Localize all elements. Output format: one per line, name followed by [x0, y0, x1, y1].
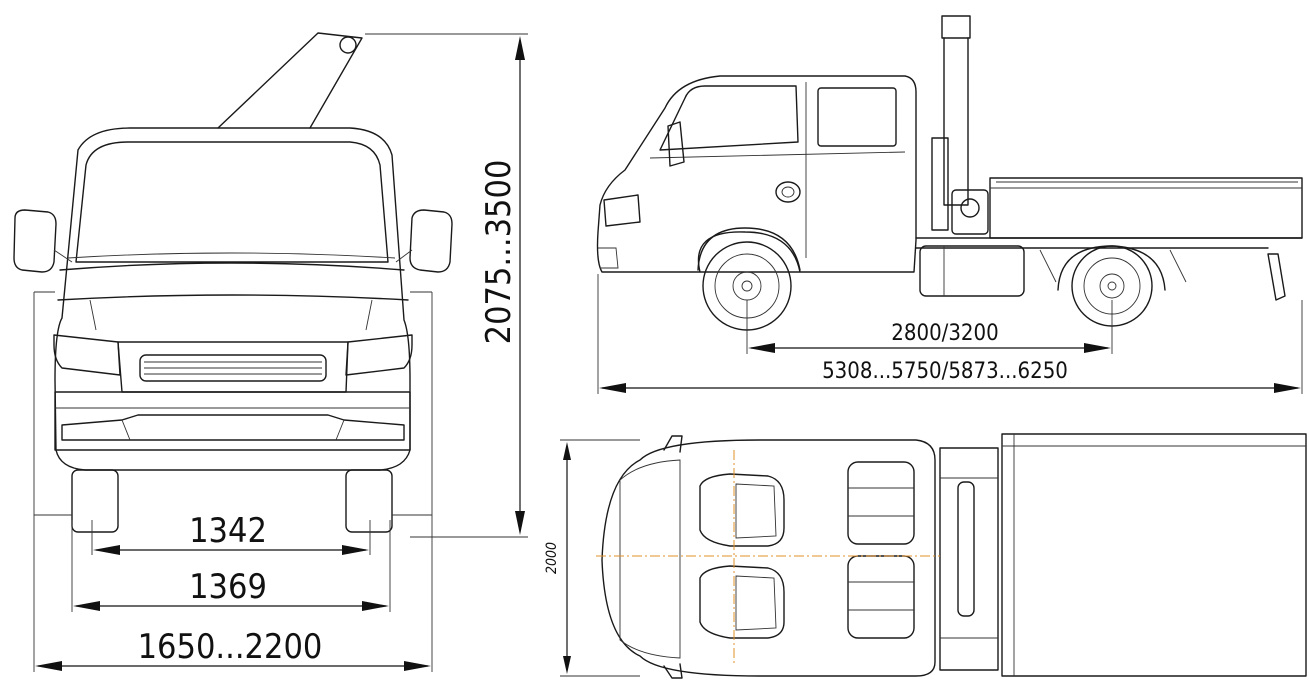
side-dimensions [597, 274, 1303, 394]
side-length-label: 5308...5750/5873...6250 [822, 359, 1068, 384]
side-wheelbase-label: 2800/3200 [891, 321, 998, 346]
front-windshield [75, 141, 389, 263]
front-track-inner-label: 1342 [189, 511, 267, 551]
top-cab-outline [601, 439, 936, 677]
front-wheel-right [345, 469, 393, 533]
side-flatbed [915, 177, 1303, 249]
side-mirror [667, 121, 685, 167]
front-bumper [54, 391, 411, 451]
side-fuel-tank [919, 245, 1025, 297]
front-view [13, 32, 453, 533]
top-crane [939, 447, 999, 671]
front-track-outer-label: 1369 [189, 567, 267, 607]
side-crane [931, 15, 989, 235]
front-mirror-right [395, 209, 453, 273]
front-height-label: 2075...3500 [479, 160, 519, 345]
side-view [596, 15, 1303, 331]
front-headlight-left [53, 334, 121, 376]
front-crane-arm [217, 32, 363, 129]
front-mirror-left [13, 209, 73, 273]
front-dimensions [33, 33, 528, 672]
front-wheel-left [71, 469, 119, 533]
front-width-label: 1650...2200 [138, 627, 323, 667]
side-headlight [603, 194, 641, 227]
top-width-label: 2000 [544, 542, 560, 574]
side-window-front [659, 85, 799, 151]
top-flatbed [1001, 433, 1307, 677]
side-wheel-rear [1057, 245, 1166, 327]
top-seat-left [699, 473, 785, 547]
front-headlight-right [345, 334, 413, 376]
top-rear-bench [847, 461, 915, 639]
front-cab-outline [54, 127, 411, 471]
side-window-rear [817, 87, 897, 147]
top-view [596, 433, 1307, 679]
front-grille [117, 341, 349, 393]
side-fuel-cap [775, 181, 801, 203]
top-seat-right [699, 565, 785, 639]
top-dimensions [560, 439, 640, 677]
side-cab-outline [596, 75, 917, 273]
